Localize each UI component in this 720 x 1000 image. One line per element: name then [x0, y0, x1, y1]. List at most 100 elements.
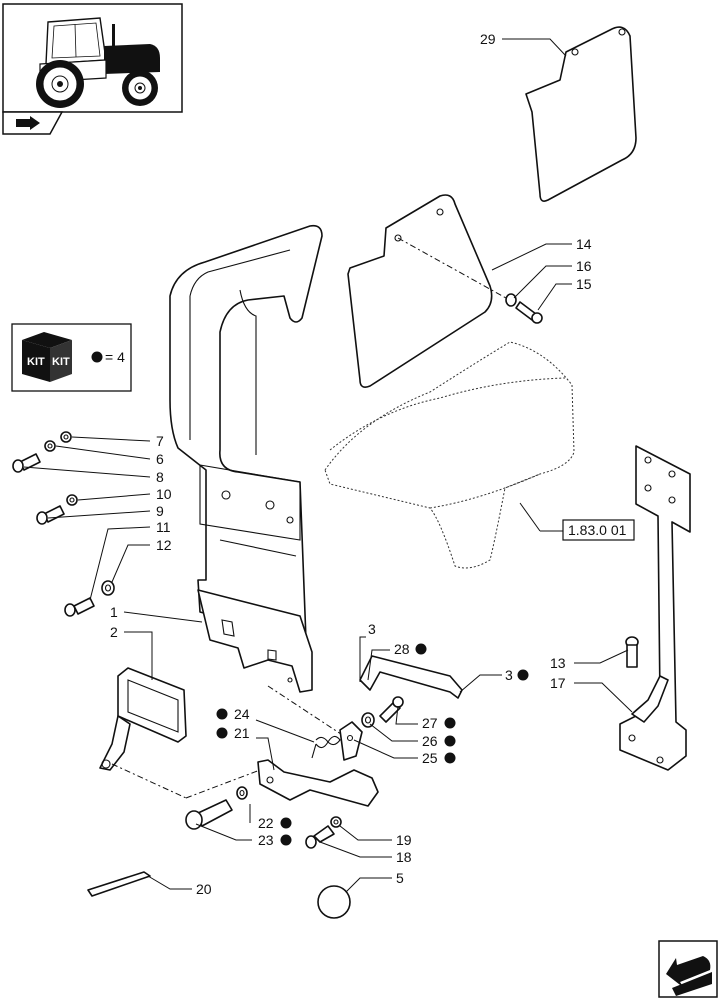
- arrow-icon: [16, 116, 40, 130]
- callout-25: 25: [422, 750, 456, 766]
- callout-text: 16: [576, 258, 592, 274]
- next-page-button[interactable]: [658, 940, 718, 998]
- bullet-icon: [280, 817, 292, 829]
- callout-24: 24: [216, 706, 250, 722]
- callout-text: 23: [258, 832, 274, 848]
- bullet-icon: [415, 643, 427, 655]
- washer-16: [505, 293, 517, 307]
- callout-text: 2: [110, 624, 118, 640]
- callout-18: 18: [396, 849, 412, 865]
- callout-text: 7: [156, 433, 164, 449]
- callout-19: 19: [396, 832, 412, 848]
- rod-3: [359, 655, 463, 699]
- callout-text: 18: [396, 849, 412, 865]
- callout-text: 22: [258, 815, 274, 831]
- reference-box[interactable]: 1.83.0 01: [562, 519, 635, 541]
- callout-text: 9: [156, 503, 164, 519]
- arrow-icon: [666, 956, 711, 988]
- callout-2: 2: [110, 624, 118, 640]
- callout-text: 27: [422, 715, 438, 731]
- callout-11: 11: [156, 519, 171, 535]
- key-20: [87, 871, 151, 897]
- callout-14: 14: [576, 236, 592, 252]
- mudflap-14: [347, 194, 507, 388]
- bolt-8: [12, 453, 41, 473]
- callout-text: 21: [234, 725, 250, 741]
- callout-20: 20: [196, 881, 212, 897]
- callout-text: 20: [196, 881, 212, 897]
- callout-text: 11: [156, 519, 171, 535]
- reference-text: 1.83.0 01: [568, 522, 627, 538]
- cap-5: [317, 885, 351, 919]
- callout-1: 1: [110, 604, 118, 620]
- bullet-icon: [444, 735, 456, 747]
- callout-text: 6: [156, 451, 164, 467]
- kit-quantity: = 4: [105, 349, 125, 365]
- bracket-1: [169, 224, 323, 693]
- washer-26: [361, 712, 375, 728]
- callout-13: 13: [550, 655, 566, 671]
- kit-box-icon: KIT KIT: [22, 332, 72, 382]
- bolt-27: [379, 696, 404, 723]
- latch-21: [257, 759, 379, 807]
- tractor-thumbnail[interactable]: [2, 3, 183, 135]
- callout-text: 26: [422, 733, 438, 749]
- callout-15: 15: [576, 276, 592, 292]
- bullet-icon: [517, 669, 529, 681]
- callout-text: 5: [396, 870, 404, 886]
- plate-25: [339, 721, 363, 761]
- leader-lines: [23, 38, 633, 893]
- callout-3b: 3: [505, 667, 529, 683]
- bolt-11: [64, 597, 95, 617]
- callout-27: 27: [422, 715, 456, 731]
- spring-24: [311, 735, 341, 759]
- fender-reference: [324, 341, 575, 569]
- callout-21: 21: [216, 725, 250, 741]
- callout-17: 17: [550, 675, 566, 691]
- washer-7: [60, 431, 72, 443]
- callout-12: 12: [156, 537, 172, 553]
- callout-text: 1: [110, 604, 118, 620]
- bolt-15: [515, 301, 543, 324]
- bracket-2: [99, 667, 187, 771]
- callout-16: 16: [576, 258, 592, 274]
- nut-12: [101, 580, 115, 596]
- washer-19: [330, 816, 342, 828]
- callout-text: 14: [576, 236, 592, 252]
- callout-3a: 3: [368, 621, 376, 637]
- callout-29: 29: [480, 31, 496, 47]
- bullet-icon: [91, 351, 103, 363]
- callout-8: 8: [156, 469, 164, 485]
- callout-26: 26: [422, 733, 456, 749]
- callout-text: 19: [396, 832, 412, 848]
- washer-6: [44, 440, 56, 452]
- washer-22: [236, 786, 248, 800]
- bracket-17: [619, 445, 691, 771]
- bullet-icon: [216, 708, 228, 720]
- callout-6: 6: [156, 451, 164, 467]
- callout-28: 28: [394, 641, 427, 657]
- callout-text: 17: [550, 675, 566, 691]
- callout-text: 3: [505, 667, 513, 683]
- bolt-13: [625, 636, 639, 668]
- kit-box-text-right: KIT: [52, 356, 70, 368]
- pin-23: [185, 799, 233, 830]
- callout-text: 13: [550, 655, 566, 671]
- callout-text: 24: [234, 706, 250, 722]
- bolt-9: [36, 505, 65, 525]
- callout-text: 3: [368, 621, 376, 637]
- callout-7: 7: [156, 433, 164, 449]
- kit-box-text-left: KIT: [27, 356, 45, 368]
- callout-text: 25: [422, 750, 438, 766]
- bullet-icon: [444, 752, 456, 764]
- callout-text: 8: [156, 469, 164, 485]
- callout-text: 12: [156, 537, 172, 553]
- mudflap-29: [525, 26, 637, 202]
- callout-5: 5: [396, 870, 404, 886]
- bullet-icon: [444, 717, 456, 729]
- callout-text: 10: [156, 486, 172, 502]
- callout-text: 28: [394, 641, 410, 657]
- callout-text: 15: [576, 276, 592, 292]
- callout-22: 22: [258, 815, 292, 831]
